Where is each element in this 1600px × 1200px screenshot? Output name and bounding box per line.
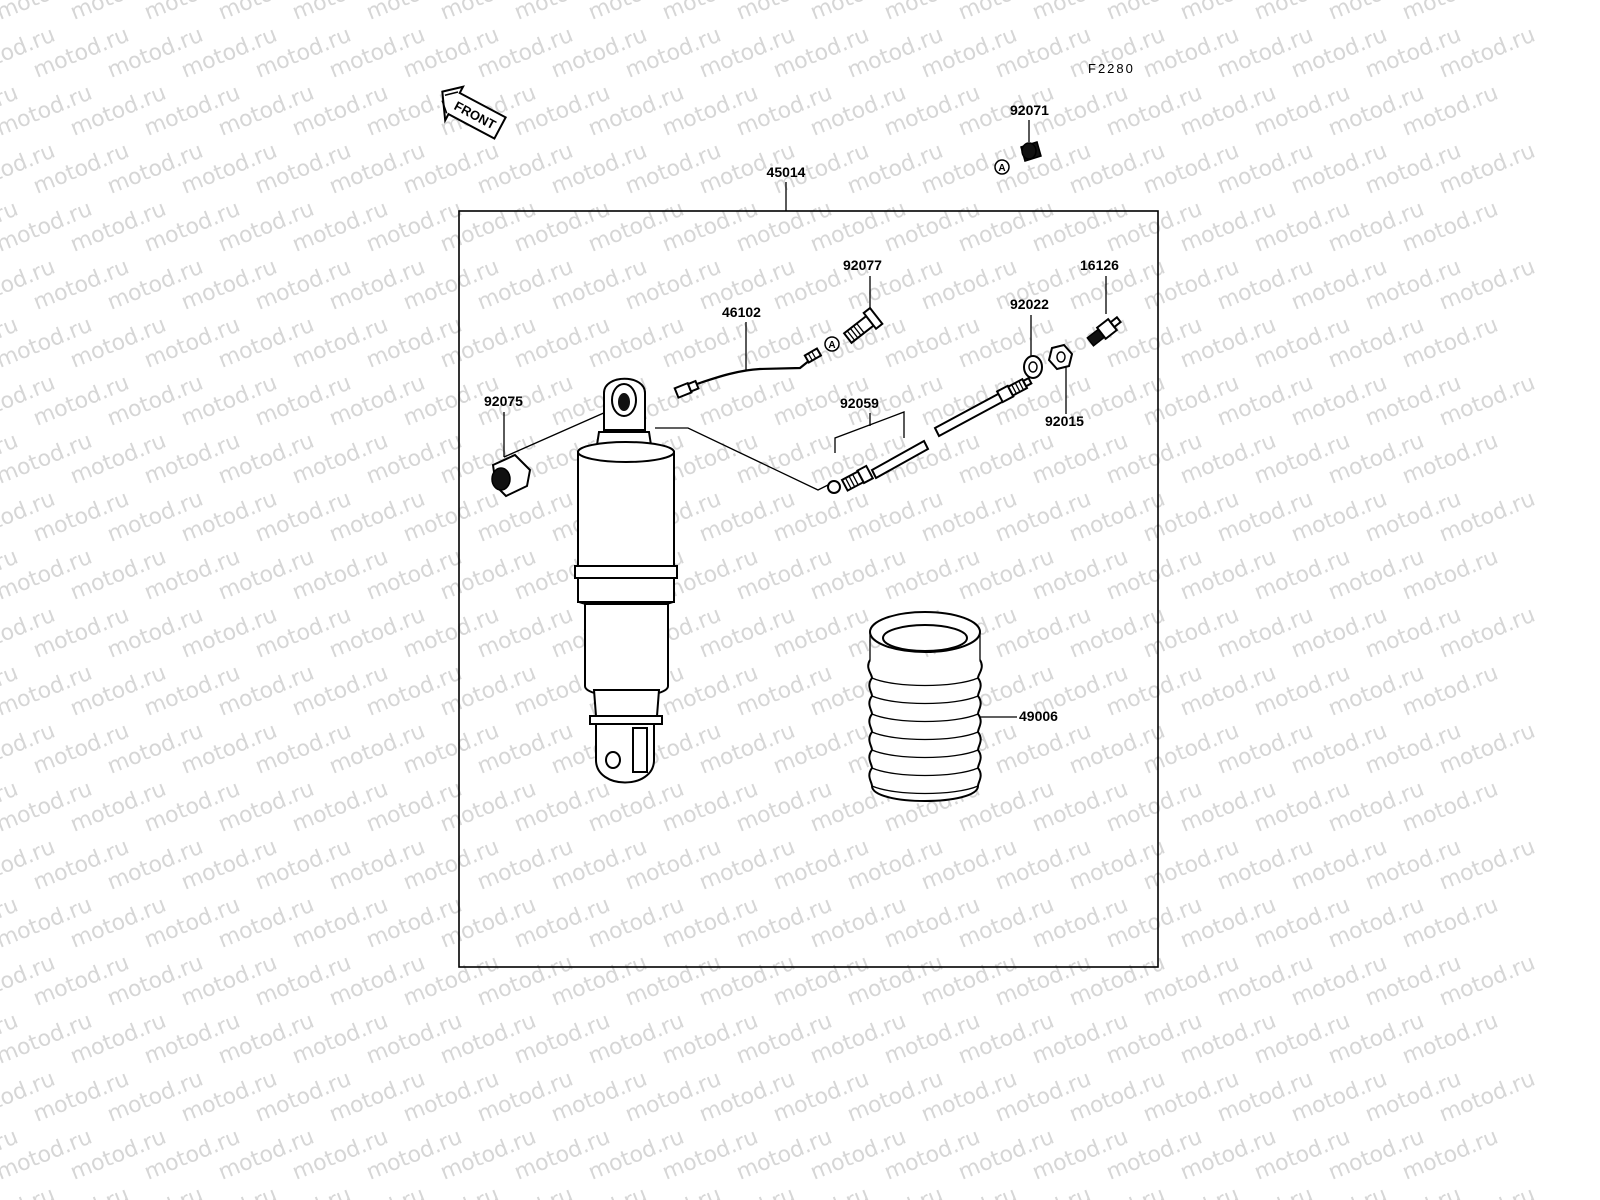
label-92071: 92071 <box>1010 102 1049 118</box>
part-46102-icon <box>673 347 823 399</box>
label-49006: 49006 <box>1019 708 1058 724</box>
part-49006-icon <box>867 611 983 802</box>
part-92075-icon <box>491 453 532 498</box>
ref-marker-a-2: A <box>828 340 835 351</box>
label-46102: 46102 <box>722 304 761 320</box>
watermark-text: motod.ru <box>0 1183 59 1200</box>
label-16126: 16126 <box>1080 257 1119 273</box>
part-92015-icon <box>1047 343 1074 371</box>
label-92077: 92077 <box>843 257 882 273</box>
watermark-layer: motod.rumotod.rumotod.rumotod.rumotod.ru… <box>0 0 1539 1200</box>
part-92059-icon <box>827 376 1033 494</box>
ref-marker-a-icon: A <box>994 159 1010 175</box>
label-92015: 92015 <box>1045 413 1084 429</box>
part-92071-icon <box>1020 141 1042 162</box>
label-92075: 92075 <box>484 393 523 409</box>
label-45014: 45014 <box>767 164 806 180</box>
watermark-text: motod.ru <box>1399 0 1502 26</box>
label-92022: 92022 <box>1010 296 1049 312</box>
part-16126-icon <box>1086 315 1123 347</box>
label-92059: 92059 <box>840 395 879 411</box>
ref-marker-a-icon-2: A <box>824 336 840 352</box>
part-92022-icon <box>1023 355 1043 379</box>
part-92077-icon <box>842 306 884 345</box>
assembly-box <box>458 210 1159 968</box>
figure-ref: F2280 <box>1088 61 1135 76</box>
ref-marker-a: A <box>998 163 1005 174</box>
leader-lines <box>503 276 1107 718</box>
shock-absorber-icon <box>574 377 678 784</box>
